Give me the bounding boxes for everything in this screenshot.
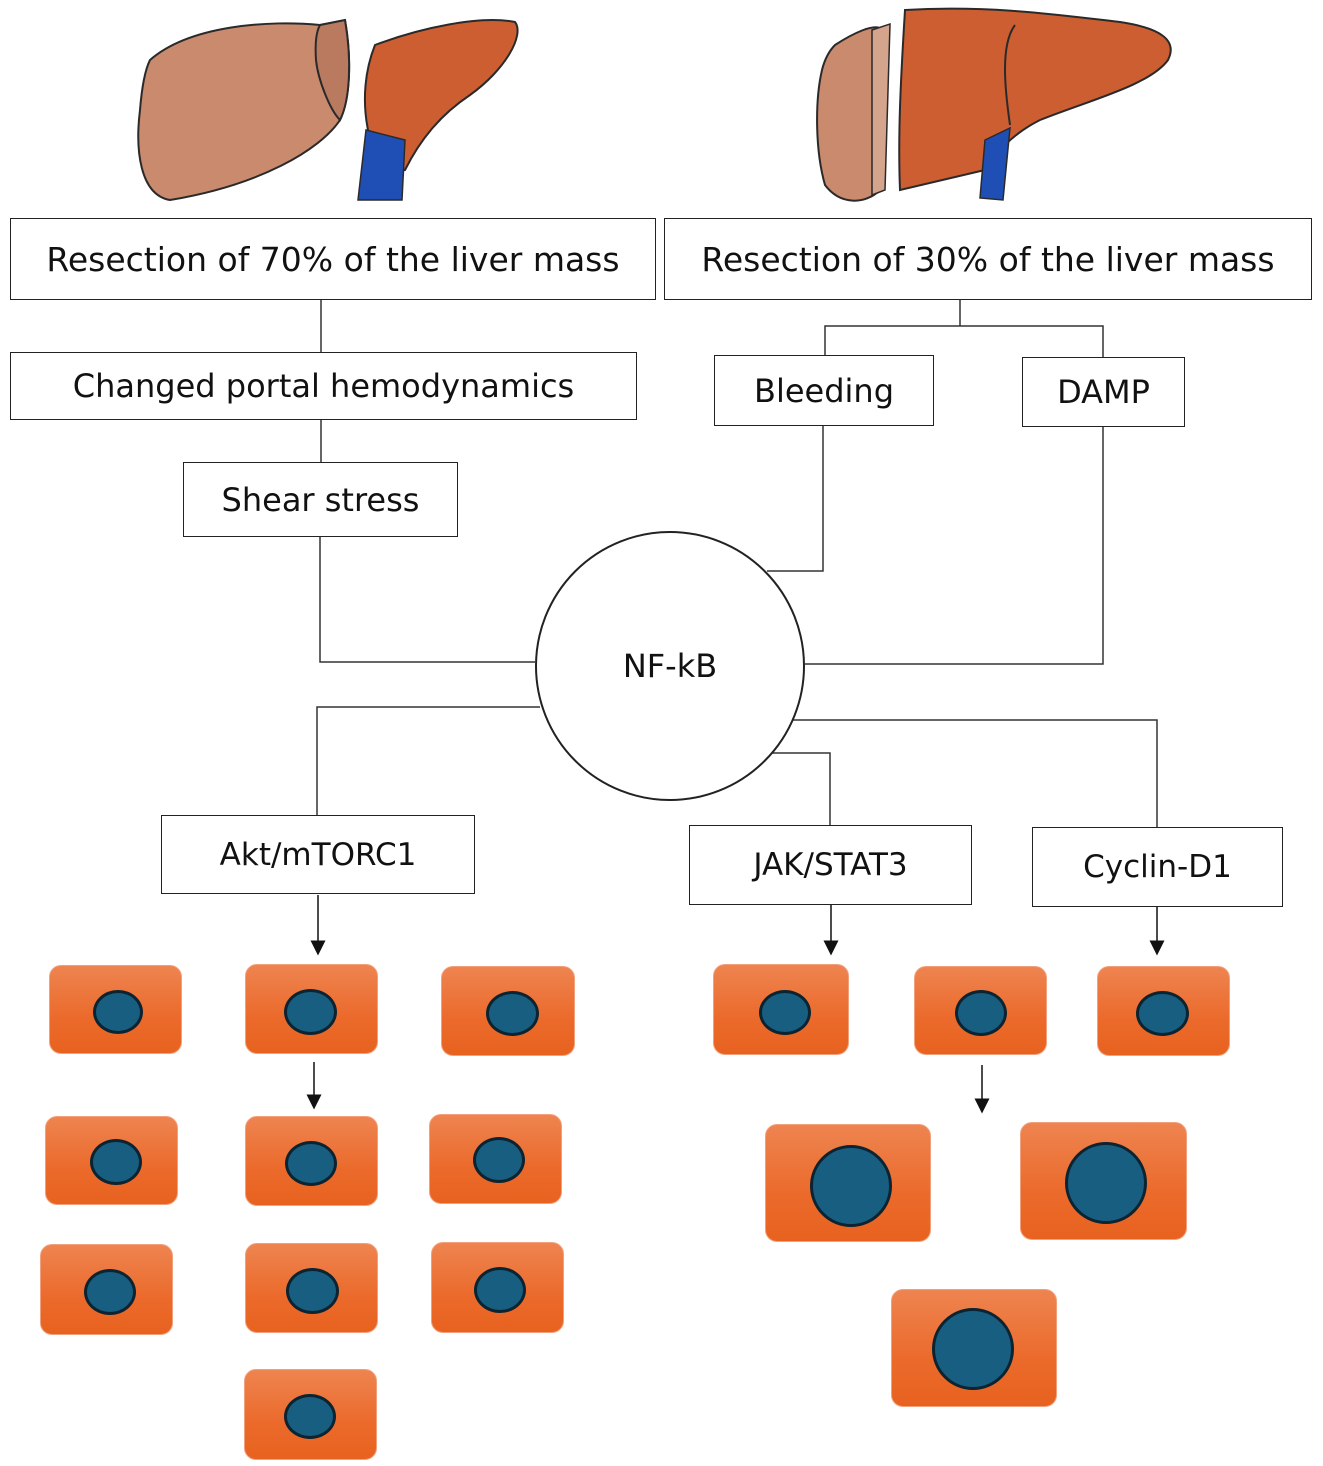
- hepatocyte-cell: [713, 964, 849, 1055]
- hepatocyte-cell: [49, 965, 182, 1054]
- shear-stress-label: Shear stress: [221, 480, 420, 519]
- lobe-division: [1004, 24, 1016, 126]
- nfkb-label: NF-kB: [622, 647, 718, 685]
- hepatocyte-cell: [431, 1242, 564, 1333]
- cell-nucleus: [473, 1137, 525, 1183]
- cell-nucleus: [474, 1267, 526, 1313]
- resection-30-box: Resection of 30% of the liver mass: [664, 218, 1312, 300]
- portal-vein: [979, 126, 1011, 201]
- cell-nucleus: [810, 1145, 892, 1227]
- hepatocyte-cell: [914, 966, 1047, 1055]
- portal-hemodynamics-label: Changed portal hemodynamics: [72, 367, 575, 405]
- cell-nucleus: [285, 1141, 337, 1186]
- hepatocyte-cell: [245, 1243, 378, 1333]
- cell-nucleus: [1136, 991, 1189, 1036]
- enlarged-hepatocyte-cell: [1020, 1122, 1187, 1240]
- hepatocyte-cell: [441, 966, 575, 1056]
- left-branch-connectors: [319, 300, 535, 663]
- cell-nucleus: [93, 990, 143, 1034]
- cell-nucleus: [84, 1269, 136, 1315]
- cell-nucleus: [759, 990, 811, 1035]
- akt-mtorc1-label: Akt/mTORC1: [219, 836, 417, 873]
- resection-70-label: Resection of 70% of the liver mass: [46, 239, 620, 279]
- jak-stat3-label: JAK/STAT3: [753, 847, 908, 883]
- hepatocyte-cell: [245, 1116, 378, 1206]
- hepatocyte-cell: [40, 1244, 173, 1335]
- enlarged-hepatocyte-cell: [891, 1289, 1057, 1407]
- jak-stat3-box: JAK/STAT3: [689, 825, 972, 905]
- resection-surface: [314, 18, 351, 122]
- akt-mtorc1-box: Akt/mTORC1: [161, 815, 475, 894]
- remnant-liver-lobe: [363, 19, 519, 172]
- arrows: [306, 895, 1165, 1114]
- pathway-connectors: [316, 706, 1158, 827]
- liver-70-illustration: [137, 18, 519, 202]
- cell-nucleus: [284, 989, 337, 1035]
- bleeding-label: Bleeding: [753, 371, 894, 410]
- resected-liver-lobe: [137, 18, 351, 202]
- remnant-liver-lobe: [898, 7, 1172, 192]
- hepatocyte-cell: [429, 1114, 562, 1204]
- resected-liver-lobe: [816, 26, 881, 202]
- cyclin-d1-box: Cyclin-D1: [1032, 827, 1283, 907]
- liver-30-illustration: [816, 7, 1172, 202]
- cell-nucleus: [286, 1268, 339, 1314]
- portal-hemodynamics-box: Changed portal hemodynamics: [10, 352, 637, 420]
- cell-nucleus: [486, 991, 539, 1036]
- hepatocyte-cell: [1097, 966, 1230, 1056]
- hepatocyte-cell: [244, 1369, 377, 1460]
- cell-nucleus: [90, 1139, 142, 1185]
- cell-nucleus: [1065, 1142, 1147, 1224]
- nfkb-hub: NF-kB: [535, 531, 805, 801]
- resection-30-label: Resection of 30% of the liver mass: [701, 239, 1275, 279]
- cell-nucleus: [932, 1308, 1014, 1390]
- portal-vein: [357, 129, 406, 201]
- enlarged-hepatocyte-cell: [765, 1124, 931, 1242]
- hepatocyte-cell: [45, 1116, 178, 1205]
- hepatocyte-cell: [245, 964, 378, 1054]
- resection-70-box: Resection of 70% of the liver mass: [10, 218, 656, 300]
- bleeding-box: Bleeding: [714, 355, 934, 426]
- cell-nucleus: [284, 1394, 336, 1439]
- damp-label: DAMP: [1057, 373, 1150, 411]
- resection-surface: [871, 22, 891, 197]
- right-branch-connectors: [767, 300, 1104, 665]
- shear-stress-box: Shear stress: [183, 462, 458, 537]
- cyclin-d1-label: Cyclin-D1: [1083, 849, 1232, 885]
- cell-nucleus: [955, 990, 1007, 1036]
- damp-box: DAMP: [1022, 357, 1185, 427]
